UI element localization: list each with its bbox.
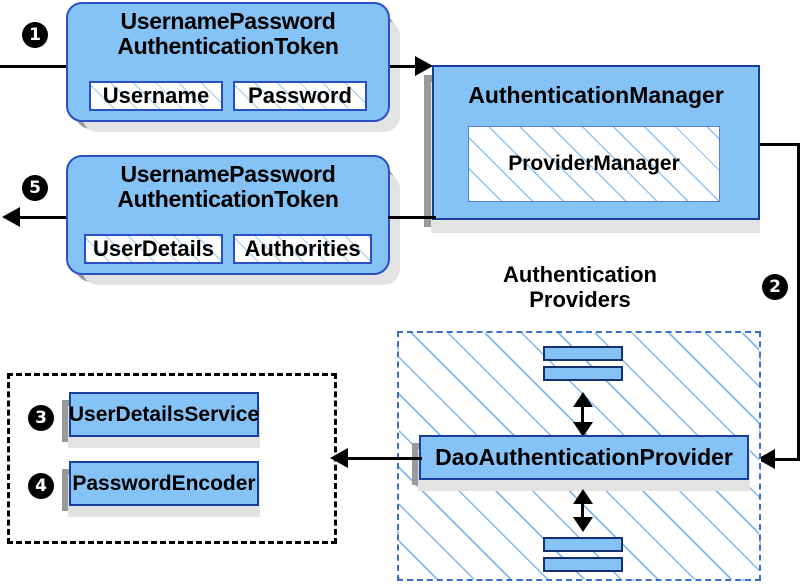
other-provider-top-bar-2[interactable] [543,366,623,381]
provider-chain-bottom-arrow-down [573,517,593,532]
provider-chain-bottom-line [581,495,584,521]
step-badge-3: 3 [28,405,54,431]
providers-group-title-line1: Authentication [503,262,657,287]
step-badge-1: 1 [22,22,48,48]
user-details-service-box[interactable]: UserDetailsService [69,392,259,437]
other-provider-bottom-bar-1[interactable] [543,537,623,552]
request-token-title: UsernamePassword AuthenticationToken [117,4,339,59]
manager-to-provider-vertical-line [797,143,800,461]
manager-to-provider-bottom-line [770,458,800,461]
other-provider-top-bar-1[interactable] [543,346,623,361]
manager-to-provider-top-line [760,143,800,146]
authentication-manager-label: AuthenticationManager [468,82,724,108]
dao-authentication-provider-box[interactable]: DaoAuthenticationProvider [419,435,749,480]
step-badge-2: 2 [762,274,788,300]
collaborators-group-container [7,373,337,544]
providers-group-title-line2: Providers [529,286,631,312]
request-token-title-line2: AuthenticationToken [117,32,339,59]
provider-to-collaborators-line [348,457,422,460]
provider-chain-top-arrow-down [573,422,593,437]
slot-authorities: Authorities [233,234,372,264]
request-token-title-line1: UsernamePassword [120,8,336,34]
step-badge-5: 5 [22,175,48,201]
request-token-card[interactable]: UsernamePassword AuthenticationToken Use… [66,2,390,122]
provider-chain-top-line [581,398,584,426]
request-token-slots: Username Password [89,81,367,111]
dao-authentication-provider-label: DaoAuthenticationProvider [435,443,733,470]
slot-password: Password [233,81,367,111]
incoming-request-line [0,65,72,68]
providers-group-title: Authentication Providers [460,262,700,312]
token-to-manager-line [390,65,426,68]
response-token-slots: UserDetails Authorities [84,234,372,264]
manager-to-response-line [388,216,436,219]
step-badge-4: 4 [28,473,54,499]
response-token-title: UsernamePassword AuthenticationToken [117,157,339,212]
other-provider-bottom-bar-2[interactable] [543,557,623,572]
response-out-line [18,216,73,219]
slot-userdetails: UserDetails [84,234,223,264]
user-details-service-label: UserDetailsService [68,402,260,426]
response-token-title-line1: UsernamePassword [120,161,336,187]
response-token-title-line2: AuthenticationToken [117,185,339,212]
provider-manager-label: ProviderManager [508,152,680,175]
manager-to-provider-arrowhead [757,449,775,469]
slot-username: Username [89,81,223,111]
password-encoder-label: PasswordEncoder [72,471,256,495]
response-token-card[interactable]: UsernamePassword AuthenticationToken Use… [66,155,390,275]
response-out-arrowhead [2,207,20,227]
token-to-manager-arrowhead [415,56,433,76]
provider-manager-box[interactable]: ProviderManager [468,126,720,202]
password-encoder-box[interactable]: PasswordEncoder [69,461,259,506]
